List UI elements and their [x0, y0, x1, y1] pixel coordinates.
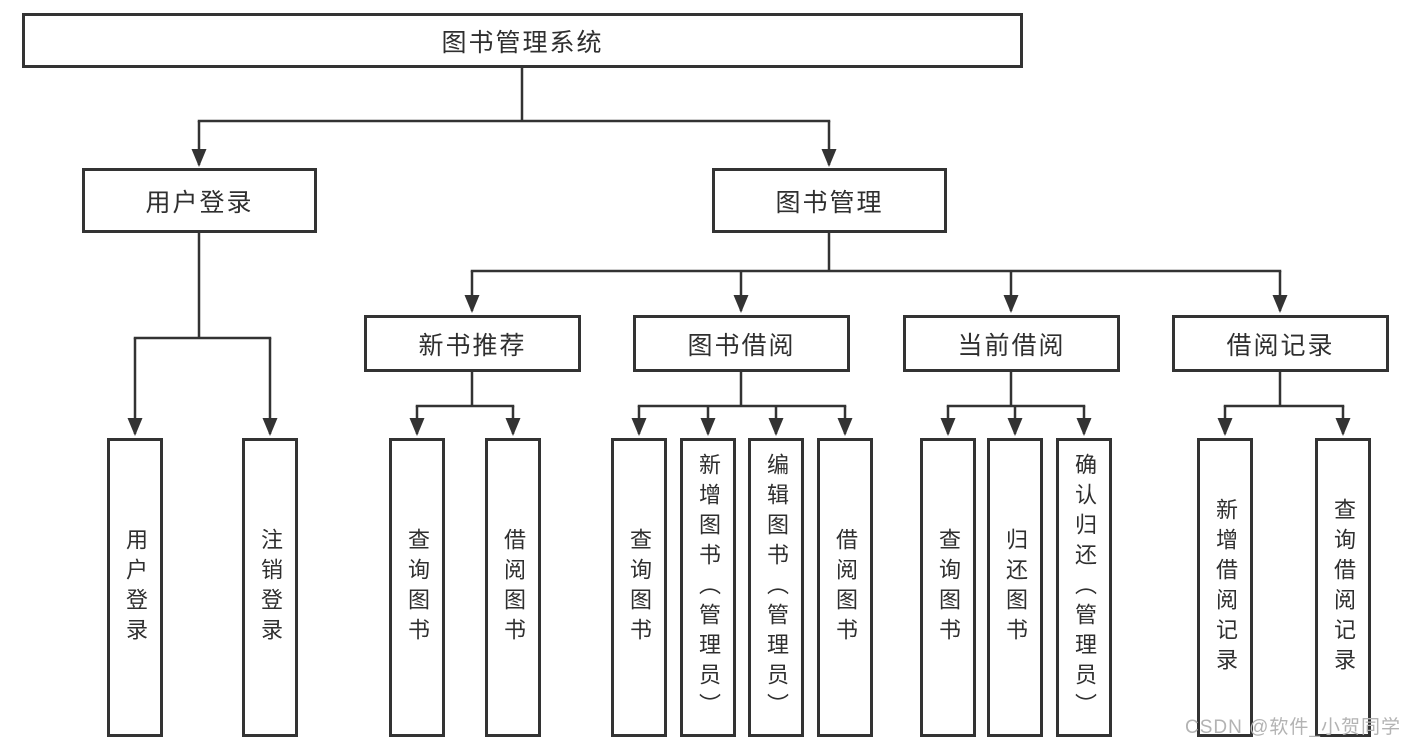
leaf-query-books-current: 查询图书 — [920, 438, 976, 737]
node-label: 用户登录 — [123, 527, 148, 648]
watermark-csdn: CSDN @软件_小贺同学 — [1185, 717, 1401, 738]
node-borrowing-records: 借阅记录 — [1172, 315, 1389, 372]
node-label: 借阅图书 — [501, 527, 526, 648]
node-label: 新增借阅记录 — [1213, 497, 1238, 678]
leaf-borrow-books-recommend: 借阅图书 — [485, 438, 541, 737]
node-label: 新书推荐 — [418, 331, 527, 360]
leaf-logout: 注销登录 — [242, 438, 298, 737]
leaf-return-books: 归还图书 — [987, 438, 1043, 737]
node-user-login: 用户登录 — [82, 168, 317, 233]
leaf-query-books-recommend: 查询图书 — [389, 438, 445, 737]
node-label: 借阅图书 — [833, 527, 858, 648]
leaf-query-borrow-record: 查询借阅记录 — [1315, 438, 1371, 737]
node-new-book-recommend: 新书推荐 — [364, 315, 581, 372]
leaf-add-books-admin: 新增图书（管理员） — [680, 438, 736, 737]
node-label: 确认归还（管理员） — [1072, 452, 1097, 723]
leaf-query-books-borrow: 查询图书 — [611, 438, 667, 737]
node-label: 编辑图书（管理员） — [764, 452, 789, 723]
node-label: 图书管理 — [775, 188, 884, 217]
leaf-edit-books-admin: 编辑图书（管理员） — [748, 438, 804, 737]
node-label: 借阅记录 — [1226, 331, 1335, 360]
node-label: 新增图书（管理员） — [696, 452, 721, 723]
node-label: 查询图书 — [936, 527, 961, 648]
node-current-borrowing: 当前借阅 — [903, 315, 1120, 372]
node-label: 查询图书 — [405, 527, 430, 648]
node-library-system: 图书管理系统 — [22, 13, 1023, 68]
node-book-management: 图书管理 — [712, 168, 947, 233]
node-label: 归还图书 — [1003, 527, 1028, 648]
node-label: 当前借阅 — [957, 331, 1066, 360]
node-book-borrowing: 图书借阅 — [633, 315, 850, 372]
node-label: 注销登录 — [258, 527, 283, 648]
node-label: 图书借阅 — [687, 331, 796, 360]
leaf-borrow-books: 借阅图书 — [817, 438, 873, 737]
node-label: 查询图书 — [627, 527, 652, 648]
leaf-confirm-return-admin: 确认归还（管理员） — [1056, 438, 1112, 737]
node-label: 查询借阅记录 — [1331, 497, 1356, 678]
leaf-user-login: 用户登录 — [107, 438, 163, 737]
node-label: 用户登录 — [145, 188, 254, 217]
node-label: 图书管理系统 — [441, 28, 604, 57]
leaf-add-borrow-record: 新增借阅记录 — [1197, 438, 1253, 737]
